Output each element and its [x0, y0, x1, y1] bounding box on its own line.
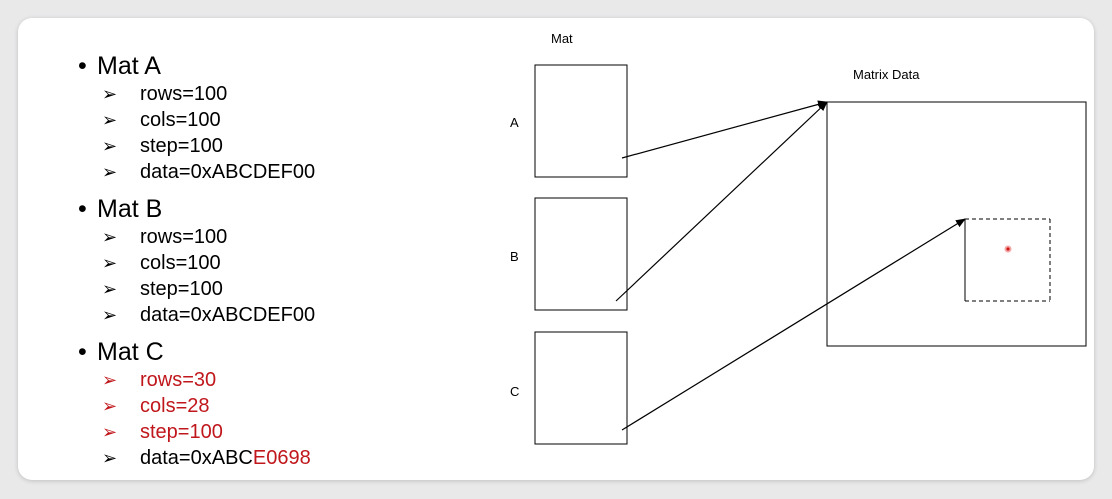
- bullet-icon: •: [78, 195, 87, 223]
- mat-c-heading: •Mat C: [78, 338, 164, 366]
- mat-b-heading: •Mat B: [78, 195, 163, 223]
- mat-diagram: Mat Matrix Data A B C: [510, 31, 1087, 445]
- arrow-bullet-icon: ➢: [102, 305, 118, 325]
- arrow-bullet-icon: ➢: [102, 162, 118, 182]
- mat-c-rows: ➢rows=30: [102, 369, 217, 391]
- label-a: A: [510, 115, 519, 130]
- mat-properties-list: •Mat A ➢rows=100 ➢cols=100 ➢step=100 ➢da…: [18, 18, 498, 480]
- mat-a-rows: ➢rows=100: [102, 83, 228, 105]
- arrow-bullet-icon: ➢: [102, 370, 118, 390]
- mat-a-box: [534, 64, 628, 178]
- slide-card: •Mat A ➢rows=100 ➢cols=100 ➢step=100 ➢da…: [18, 18, 1094, 480]
- mat-c-data: ➢data=0xABCE0698: [102, 447, 311, 469]
- arrow-bullet-icon: ➢: [102, 110, 118, 130]
- mat-c-data-offset: E0698: [252, 447, 311, 469]
- arrow-bullet-icon: ➢: [102, 279, 118, 299]
- arrow-bullet-icon: ➢: [102, 253, 118, 273]
- label-c: C: [510, 384, 519, 399]
- mat-c-box: [534, 331, 628, 445]
- mat-b-cols: ➢cols=100: [102, 252, 221, 274]
- mat-a-data: ➢data=0xABCDEF00: [102, 161, 316, 183]
- arrow-a-to-data: [621, 100, 828, 159]
- roi-marker-center: [1006, 247, 1010, 251]
- mat-a-step: ➢step=100: [102, 135, 223, 157]
- mat-a-cols: ➢cols=100: [102, 109, 221, 131]
- mat-c-step: ➢step=100: [102, 421, 223, 443]
- bullet-icon: •: [78, 338, 87, 366]
- mat-b-box: [534, 197, 628, 311]
- arrow-bullet-icon: ➢: [102, 84, 118, 104]
- mat-a-heading: •Mat A: [78, 52, 161, 80]
- bullet-icon: •: [78, 52, 87, 80]
- mat-b-data: ➢data=0xABCDEF00: [102, 304, 316, 326]
- matrix-data-title: Matrix Data: [853, 67, 920, 82]
- arrow-bullet-icon: ➢: [102, 227, 118, 247]
- arrow-bullet-icon: ➢: [102, 448, 118, 468]
- mat-c-cols: ➢cols=28: [102, 395, 210, 417]
- label-b: B: [510, 249, 519, 264]
- mat-title: Mat: [551, 31, 573, 46]
- arrow-bullet-icon: ➢: [102, 422, 118, 442]
- arrow-bullet-icon: ➢: [102, 136, 118, 156]
- mat-b-rows: ➢rows=100: [102, 226, 228, 248]
- arrow-bullet-icon: ➢: [102, 396, 118, 416]
- arrow-c-to-roi: [621, 218, 966, 431]
- arrow-b-to-data: [615, 101, 828, 302]
- mat-b-step: ➢step=100: [102, 278, 223, 300]
